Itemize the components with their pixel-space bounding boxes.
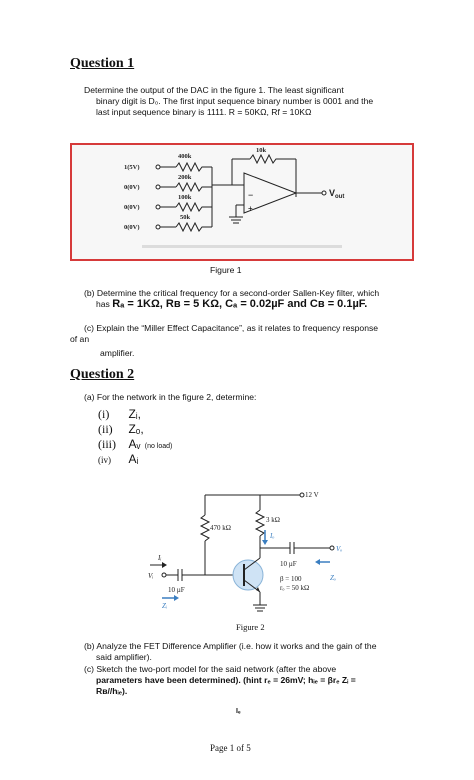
question-2-title: Question 2 [70, 367, 135, 382]
resistor-200k-label: 200k [178, 174, 192, 181]
vout-label: Vout [329, 188, 344, 200]
bjt-amplifier-circuit: 12 V 470 kΩ 3 kΩ 10 µF 10 µF β = 100 rₒ … [148, 491, 342, 612]
q1c-text: (c) Explain the “Miller Effect Capacitan… [70, 323, 379, 358]
resistor-rf-label: 10k [256, 147, 267, 154]
q2a-text: (a) For the network in the figure 2, det… [84, 392, 257, 402]
rd-label: 3 kΩ [266, 516, 280, 524]
resistor-50k-label: 50k [180, 214, 191, 221]
figure-1-box: − + 1(5V) 0(0V) 0(0V) 0(0V) 400k 200k 10… [70, 143, 414, 261]
ii-label: Iᵢ [157, 554, 161, 562]
io-label: Iₒ [269, 532, 274, 540]
input-4-label: 0(0V) [124, 224, 140, 231]
figure-2: 12 V 470 kΩ 3 kΩ 10 µF 10 µF β = 100 rₒ … [140, 480, 360, 620]
resistor-400k-label: 400k [178, 153, 192, 160]
zo-label: Zₒ [330, 574, 336, 582]
q2-item-iii: (iii) Aᵥ (no load) [98, 437, 173, 451]
input-3-label: 0(0V) [124, 204, 140, 211]
resistor-100k-label: 100k [178, 194, 192, 201]
q2-item-i: (i) Zᵢ, [98, 407, 142, 421]
q2c-text: (c) Sketch the two-port model for the sa… [84, 664, 356, 696]
vdd-label: 12 V [305, 491, 319, 499]
dac-circuit-diagram: − + 1(5V) 0(0V) 0(0V) 0(0V) 400k 200k 10… [124, 147, 344, 248]
cout-label: 10 µF [280, 560, 297, 568]
figure-1-caption: Figure 1 [210, 265, 242, 275]
vi-label: Vᵢ [148, 572, 153, 580]
vo-label: Vₒ [336, 545, 342, 553]
cin-label: 10 µF [168, 586, 185, 594]
q2-item-list: (i) Zᵢ, (ii) Zₒ, (iii) Aᵥ (no load) (iv)… [98, 405, 298, 466]
q1a-text: Determine the output of the DAC in the f… [84, 85, 374, 117]
q1b-text: (b) Determine the critical frequency for… [84, 288, 380, 310]
beta-label: β = 100 [280, 575, 302, 583]
figure-2-caption: Figure 2 [236, 622, 265, 632]
zi-label: Zᵢ [162, 602, 167, 610]
q2-item-iv: (iv) Aᵢ [98, 452, 139, 466]
opamp-minus-sign: − [248, 190, 253, 200]
q2c-ie-subscript: Iₑ [236, 708, 241, 715]
rg-label: 470 kΩ [210, 524, 231, 532]
q2b-text: (b) Analyze the FET Difference Amplifier… [84, 641, 377, 662]
page-footer: Page 1 of 5 [210, 743, 251, 753]
question-1-title: Question 1 [70, 56, 135, 71]
q2-item-ii: (ii) Zₒ, [98, 422, 144, 436]
ro-label: rₒ = 50 kΩ [280, 584, 309, 592]
input-1-label: 1(5V) [124, 164, 140, 171]
input-2-label: 0(0V) [124, 184, 140, 191]
opamp-plus-sign: + [248, 204, 253, 213]
